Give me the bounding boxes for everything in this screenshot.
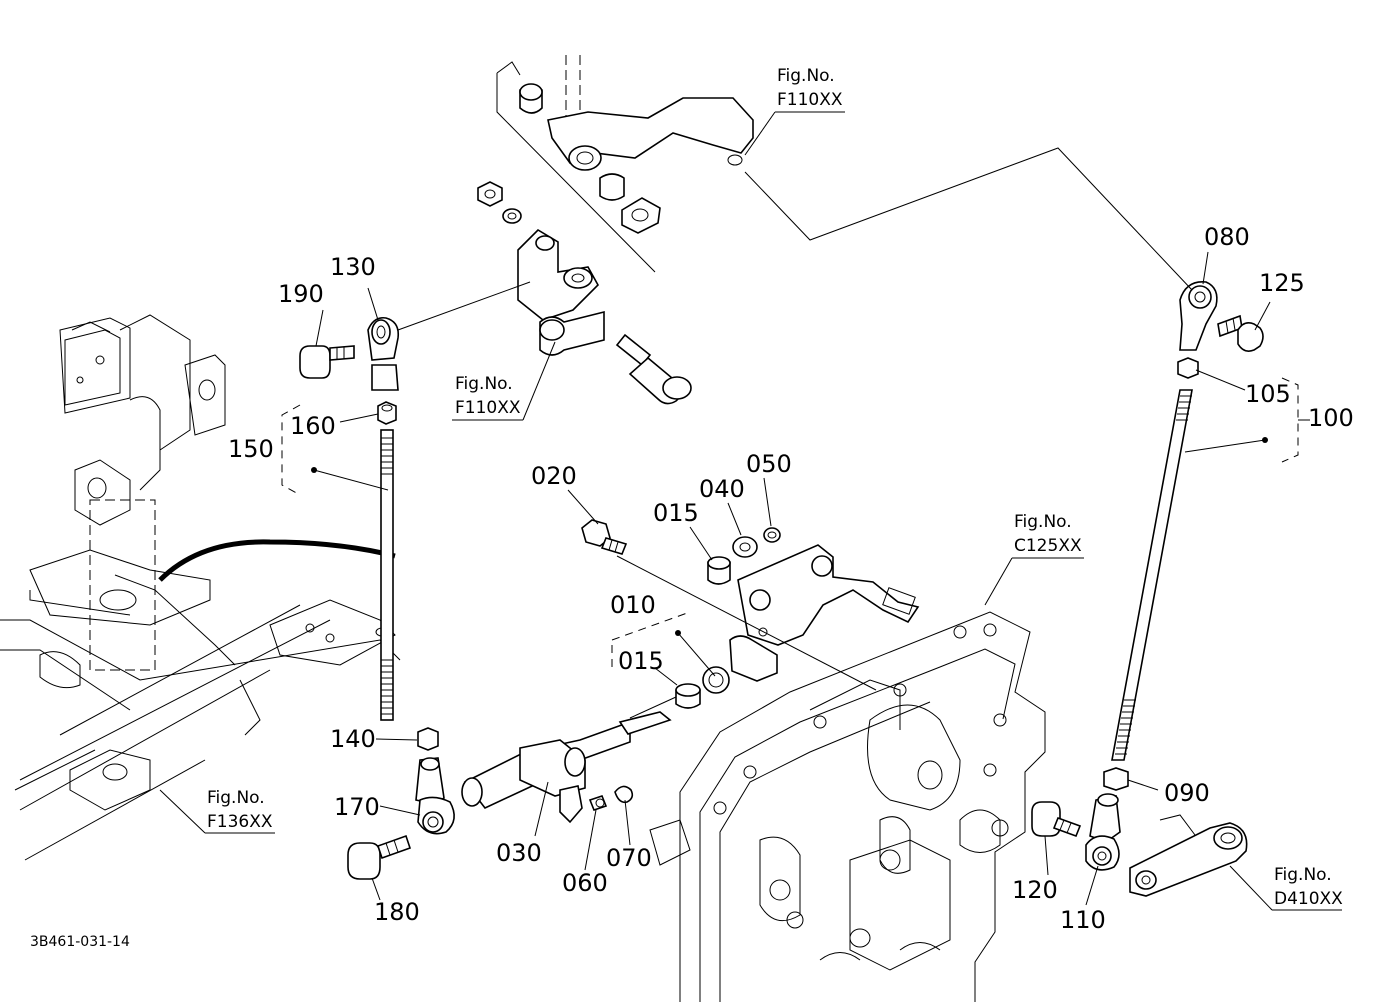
- part-label-150: 150: [228, 435, 274, 463]
- fig-ref-mid-label: Fig.No.: [455, 374, 513, 394]
- right-rod-assembly: [1031, 281, 1264, 871]
- fig-ref-frame: Fig.No. F136XX: [207, 788, 273, 832]
- fig-ref-top-code: F110XX: [777, 90, 843, 110]
- part-label-105: 105: [1245, 380, 1291, 408]
- part-label-110: 110: [1060, 906, 1106, 934]
- part-label-140: 140: [330, 725, 376, 753]
- part-label-170: 170: [334, 793, 380, 821]
- part-label-020: 020: [531, 462, 577, 490]
- part-label-130: 130: [330, 253, 376, 281]
- part-label-125: 125: [1259, 269, 1305, 297]
- center-shaft-assembly: [461, 519, 920, 824]
- fig-ref-gear-label: Fig.No.: [1014, 512, 1072, 532]
- part-label-160: 160: [290, 412, 336, 440]
- group-bracket-100: [1184, 377, 1310, 463]
- fig-ref-mid: Fig.No. F110XX: [455, 374, 521, 418]
- part-labels: 130 190 160 150 140 170 180 030 060 070 …: [228, 223, 1354, 934]
- fig-ref-gear-code: C125XX: [1014, 536, 1082, 556]
- fig-ref-right-code: D410XX: [1274, 889, 1343, 909]
- gearbox-housing: [649, 611, 1046, 1002]
- lower-lever-arm: [1129, 814, 1248, 897]
- part-label-080: 080: [1204, 223, 1250, 251]
- part-label-070: 070: [606, 844, 652, 872]
- upper-pedal-bracket: [496, 55, 754, 273]
- fig-ref-right: Fig.No. D410XX: [1274, 865, 1343, 909]
- part-label-180: 180: [374, 898, 420, 926]
- nut-washer-set: [477, 181, 522, 224]
- fig-ref-right-label: Fig.No.: [1274, 865, 1332, 885]
- part-label-090: 090: [1164, 779, 1210, 807]
- part-label-100: 100: [1308, 404, 1354, 432]
- part-label-010: 010: [610, 591, 656, 619]
- fig-ref-top: Fig.No. F110XX: [777, 66, 843, 110]
- part-label-120: 120: [1012, 876, 1058, 904]
- tractor-frame-left: [0, 314, 401, 861]
- leader-lines: [159, 111, 1342, 911]
- part-label-015-lower: 015: [618, 647, 664, 675]
- part-label-030: 030: [496, 839, 542, 867]
- part-label-190: 190: [278, 280, 324, 308]
- fig-ref-frame-label: Fig.No.: [207, 788, 265, 808]
- control-cable: [158, 539, 396, 582]
- part-label-060: 060: [562, 869, 608, 897]
- part-label-040: 040: [699, 475, 745, 503]
- fig-ref-top-label: Fig.No.: [777, 66, 835, 86]
- fig-ref-frame-code: F136XX: [207, 812, 273, 832]
- group-bracket-010: [611, 611, 716, 677]
- part-label-050: 050: [746, 450, 792, 478]
- pivot-clevis-bracket: [517, 228, 692, 405]
- group-bracket-150: [281, 404, 389, 496]
- part-label-015-upper: 015: [653, 499, 699, 527]
- left-rod-assembly: [299, 316, 455, 880]
- fig-ref-gear: Fig.No. C125XX: [1014, 512, 1082, 556]
- fig-ref-mid-code: F110XX: [455, 398, 521, 418]
- diagram-code: 3B461-031-14: [30, 934, 130, 950]
